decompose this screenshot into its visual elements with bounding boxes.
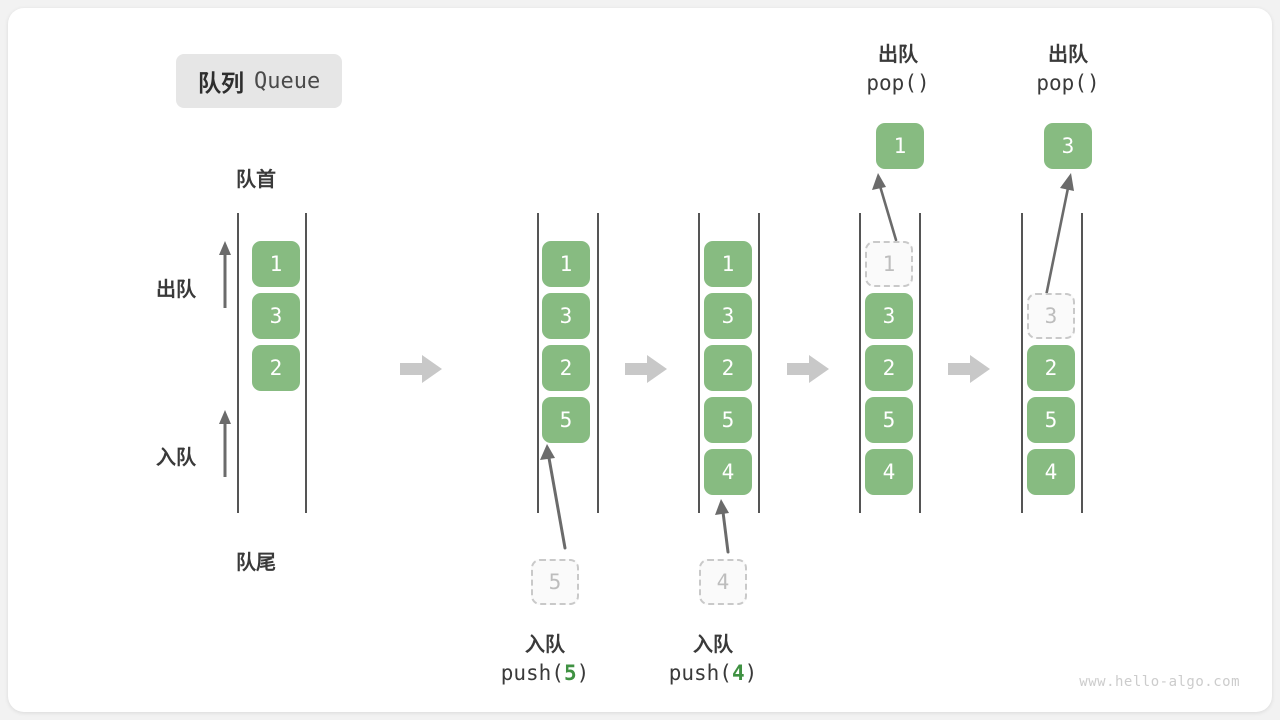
queue-cell: 5 — [704, 397, 752, 443]
queue-cell: 4 — [704, 449, 752, 495]
watermark: www.hello-algo.com — [1079, 674, 1240, 690]
queue-rail-left-panel5 — [1021, 213, 1023, 513]
queue-cell: 4 — [865, 449, 913, 495]
step-arrow-icon — [787, 355, 829, 383]
queue-rail-right-panel4 — [919, 213, 921, 513]
diagram-title-en: Queue — [254, 68, 321, 94]
queue-rail-left-panel4 — [859, 213, 861, 513]
step-arrow-icon — [400, 355, 442, 383]
popped-value-cell: 1 — [876, 123, 924, 169]
label-head: 队首 — [236, 169, 276, 191]
diagram-card: 队列 Queue 队首 1 3 2 出队 入队 队尾 — [8, 8, 1272, 712]
push-arrow-icon — [715, 499, 730, 554]
step-arrow-icon — [948, 355, 990, 383]
label-dequeue: 出队 — [156, 279, 196, 301]
queue-cell: 2 — [865, 345, 913, 391]
label-tail: 队尾 — [236, 552, 276, 574]
caption-pop-3: 出队 pop() — [1036, 44, 1100, 95]
queue-cell: 2 — [704, 345, 752, 391]
queue-cell: 5 — [542, 397, 590, 443]
queue-cell: 2 — [542, 345, 590, 391]
queue-cell: 2 — [252, 345, 300, 391]
label-enqueue: 入队 — [156, 447, 196, 469]
queue-cell: 3 — [542, 293, 590, 339]
dequeue-direction-arrow-icon — [219, 241, 231, 308]
caption-push-4: 入队 push(4) — [668, 634, 758, 685]
queue-cell: 3 — [252, 293, 300, 339]
queue-rail-right-panel5 — [1081, 213, 1083, 513]
diagram-title-cn: 队列 — [198, 70, 244, 96]
queue-cell: 1 — [704, 241, 752, 287]
incoming-ghost-cell: 5 — [531, 559, 579, 605]
push-arrow-icon — [540, 444, 567, 550]
caption-pop-1: 出队 pop() — [866, 44, 930, 95]
queue-rail-right-panel3 — [758, 213, 760, 513]
diagram-title-badge: 队列 Queue — [176, 54, 343, 108]
step-arrow-icon — [625, 355, 667, 383]
queue-cell: 4 — [1027, 449, 1075, 495]
queue-cell: 5 — [865, 397, 913, 443]
queue-rail-left-panel1 — [237, 213, 239, 513]
popped-value-cell: 3 — [1044, 123, 1092, 169]
pop-arrow-icon — [1044, 173, 1074, 298]
queue-cell-ghost: 1 — [865, 241, 913, 287]
queue-cell: 3 — [704, 293, 752, 339]
incoming-ghost-cell: 4 — [699, 559, 747, 605]
enqueue-direction-arrow-icon — [219, 410, 231, 477]
queue-rail-right-panel2 — [597, 213, 599, 513]
pop-arrow-icon — [872, 173, 898, 242]
queue-cell: 3 — [865, 293, 913, 339]
queue-rail-right-panel1 — [305, 213, 307, 513]
queue-rail-left-panel2 — [537, 213, 539, 513]
queue-cell: 1 — [542, 241, 590, 287]
queue-cell-ghost: 3 — [1027, 293, 1075, 339]
queue-cell: 1 — [252, 241, 300, 287]
queue-cell: 5 — [1027, 397, 1075, 443]
caption-push-5: 入队 push(5) — [500, 634, 590, 685]
queue-rail-left-panel3 — [698, 213, 700, 513]
queue-cell: 2 — [1027, 345, 1075, 391]
